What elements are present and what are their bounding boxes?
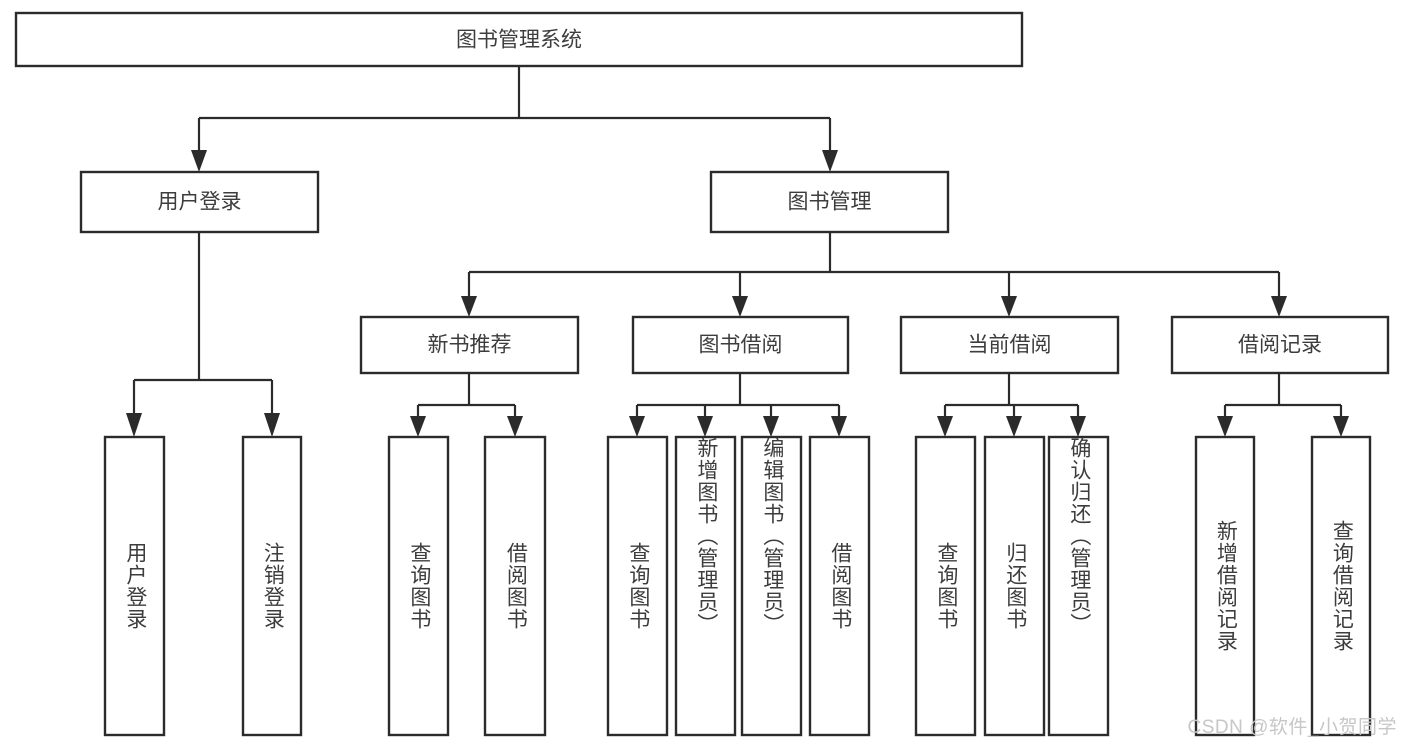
node-box-book-management[interactable] [709,170,950,234]
node-label-current-borrowing: 当前借阅 [968,334,1052,357]
node-label-book-management: 图书管理 [788,191,872,214]
arrowhead-leaf-5 [629,416,645,437]
node-root-book-management-system[interactable]: 图书管理系统 [14,11,1024,68]
node-box-leaf-user-login[interactable] [103,435,166,737]
arrowhead-to-user-login [191,150,207,172]
arrowhead-leaf-6 [697,416,713,437]
connector-group-borrowrecord-leaves [1217,373,1349,437]
node-box-new-book-recommendation[interactable] [359,315,580,375]
node-box-current-borrowing[interactable] [899,315,1120,375]
node-new-book-recommendation[interactable]: 新书推荐 [359,315,580,375]
arrowhead-leaf-1 [126,413,142,437]
node-box-leaf-confirm-return-admin[interactable] [1047,435,1110,737]
node-label-new-book-recommendation: 新书推荐 [428,334,512,357]
arrowhead-leaf-2 [264,413,280,437]
node-book-management[interactable]: 图书管理 [709,170,950,234]
node-box-leaf-query-book-borrow[interactable] [606,435,669,737]
arrowhead-to-borrow-record [1271,296,1287,317]
arrowhead-to-current-borrow [1001,296,1017,317]
node-box-leaf-borrow-book-newrec[interactable] [483,435,547,737]
node-box-leaf-add-book-admin[interactable] [674,435,737,737]
arrowhead-leaf-4 [507,416,523,437]
connector-group-root-to-level1 [191,66,838,172]
node-box-leaf-query-book-newrec[interactable] [387,435,450,737]
arrowhead-to-new-book-rec [461,296,477,317]
arrowhead-to-book-borrow [732,296,748,317]
node-box-leaf-logout[interactable] [241,435,303,737]
arrowhead-leaf-13 [1333,416,1349,437]
connector-group-newbook-leaves [410,373,523,437]
connector-group-bookborrow-leaves [629,373,847,437]
node-box-leaf-query-book-current[interactable] [914,435,977,737]
node-current-borrowing[interactable]: 当前借阅 [899,315,1120,375]
node-box-leaf-edit-book-admin[interactable] [740,435,803,737]
arrowhead-to-book-manage [822,150,838,172]
node-label-user-login: 用户登录 [158,191,242,214]
node-label-book-borrowing: 图书借阅 [699,334,783,357]
arrowhead-leaf-3 [410,416,426,437]
connector-group-bookmanage-to-level2 [461,232,1287,317]
arrowhead-leaf-9 [937,416,953,437]
arrowhead-leaf-11 [1070,416,1086,437]
watermark-text: CSDN @软件_小贺同学 [1187,717,1397,738]
node-box-leaf-return-book[interactable] [983,435,1046,737]
node-user-login[interactable]: 用户登录 [79,170,320,234]
node-box-user-login[interactable] [79,170,320,234]
node-box-leaf-add-borrow-record[interactable] [1194,435,1256,737]
node-label-root: 图书管理系统 [456,29,582,52]
node-label-borrowing-record: 借阅记录 [1238,334,1322,357]
node-book-borrowing[interactable]: 图书借阅 [631,315,850,375]
arrowhead-leaf-7 [763,416,779,437]
arrowhead-leaf-12 [1217,416,1233,437]
node-borrowing-record[interactable]: 借阅记录 [1170,315,1390,375]
node-box-leaf-borrow-book[interactable] [808,435,871,737]
node-box-borrowing-record[interactable] [1170,315,1390,375]
arrowhead-leaf-8 [831,416,847,437]
node-box-leaf-query-borrow-record[interactable] [1310,435,1372,737]
connector-group-userlogin-leaves [126,232,280,437]
arrowhead-leaf-10 [1006,416,1022,437]
connector-group-currentborrow-leaves [937,373,1086,437]
node-box-book-borrowing[interactable] [631,315,850,375]
node-box-root[interactable] [14,11,1024,68]
